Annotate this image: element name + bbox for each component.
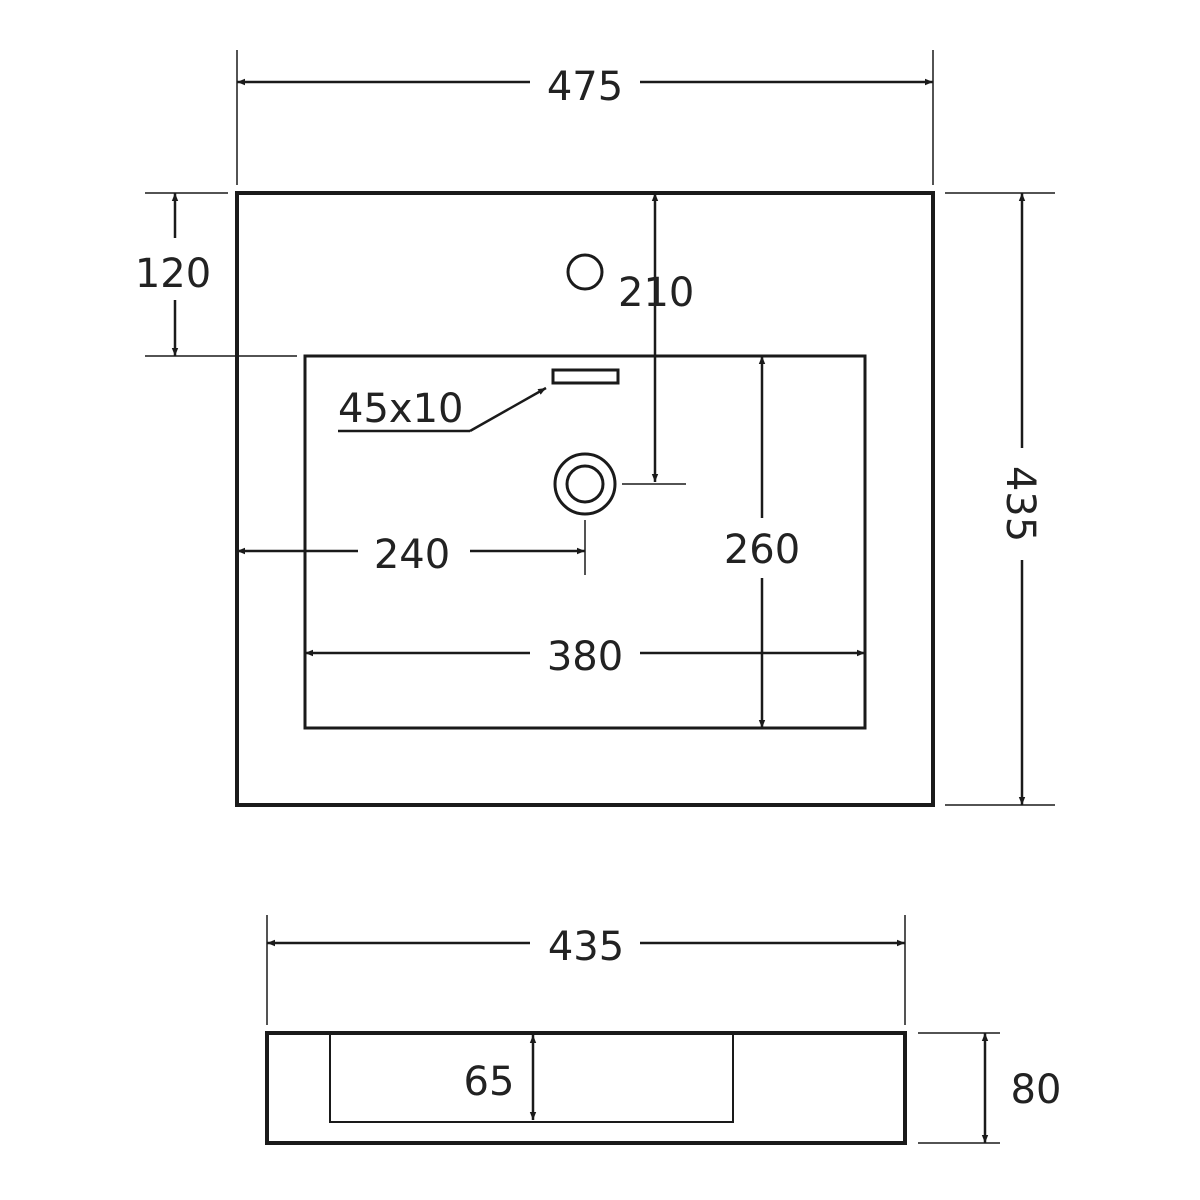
dimension-label-overall-depth: 435	[997, 466, 1043, 542]
dimension-label-drain-depth-offset: 210	[618, 270, 694, 316]
dimension-side-bowl-depth: 65	[464, 1035, 537, 1120]
dimension-tap-hole-offset: 120	[135, 192, 297, 357]
dimension-label-side-overall-width: 435	[548, 924, 624, 970]
dimension-label-bowl-width: 380	[547, 634, 623, 680]
basin-outline	[235, 191, 935, 807]
side-view: 435 65 80	[265, 915, 1062, 1145]
dimension-bowl-depth: 260	[724, 356, 800, 728]
dimension-label-bowl-depth: 260	[724, 527, 800, 573]
dimension-label-side-overall-height: 80	[1011, 1067, 1062, 1113]
dimension-bowl-width: 380	[305, 634, 865, 680]
dimension-label-side-bowl-depth: 65	[464, 1059, 515, 1105]
dimension-overflow-slot: 45x10	[338, 386, 547, 433]
dimension-label-drain-side-offset: 240	[374, 532, 450, 578]
top-view: 475 435 120 210 45x10	[135, 50, 1055, 807]
overflow-slot	[551, 368, 620, 385]
drain-outer	[553, 452, 617, 516]
side-outline	[265, 1031, 907, 1145]
dimension-drain-side-offset: 240	[237, 520, 586, 578]
tap-hole	[566, 253, 604, 291]
dimension-label-tap-hole-offset: 120	[135, 251, 211, 297]
bowl-outline	[303, 354, 867, 730]
dimension-side-overall-height: 80	[918, 1032, 1062, 1144]
dimension-overall-depth: 435	[945, 192, 1055, 806]
drain-inner	[565, 464, 605, 504]
dimension-overall-width: 475	[236, 50, 934, 185]
dimension-label-overflow-slot: 45x10	[338, 386, 463, 432]
dimension-label-overall-width: 475	[547, 64, 623, 110]
side-bowl-profile	[329, 1033, 734, 1123]
dimension-side-overall-width: 435	[266, 915, 906, 1025]
dimension-drain-depth-offset: 210	[618, 193, 694, 485]
